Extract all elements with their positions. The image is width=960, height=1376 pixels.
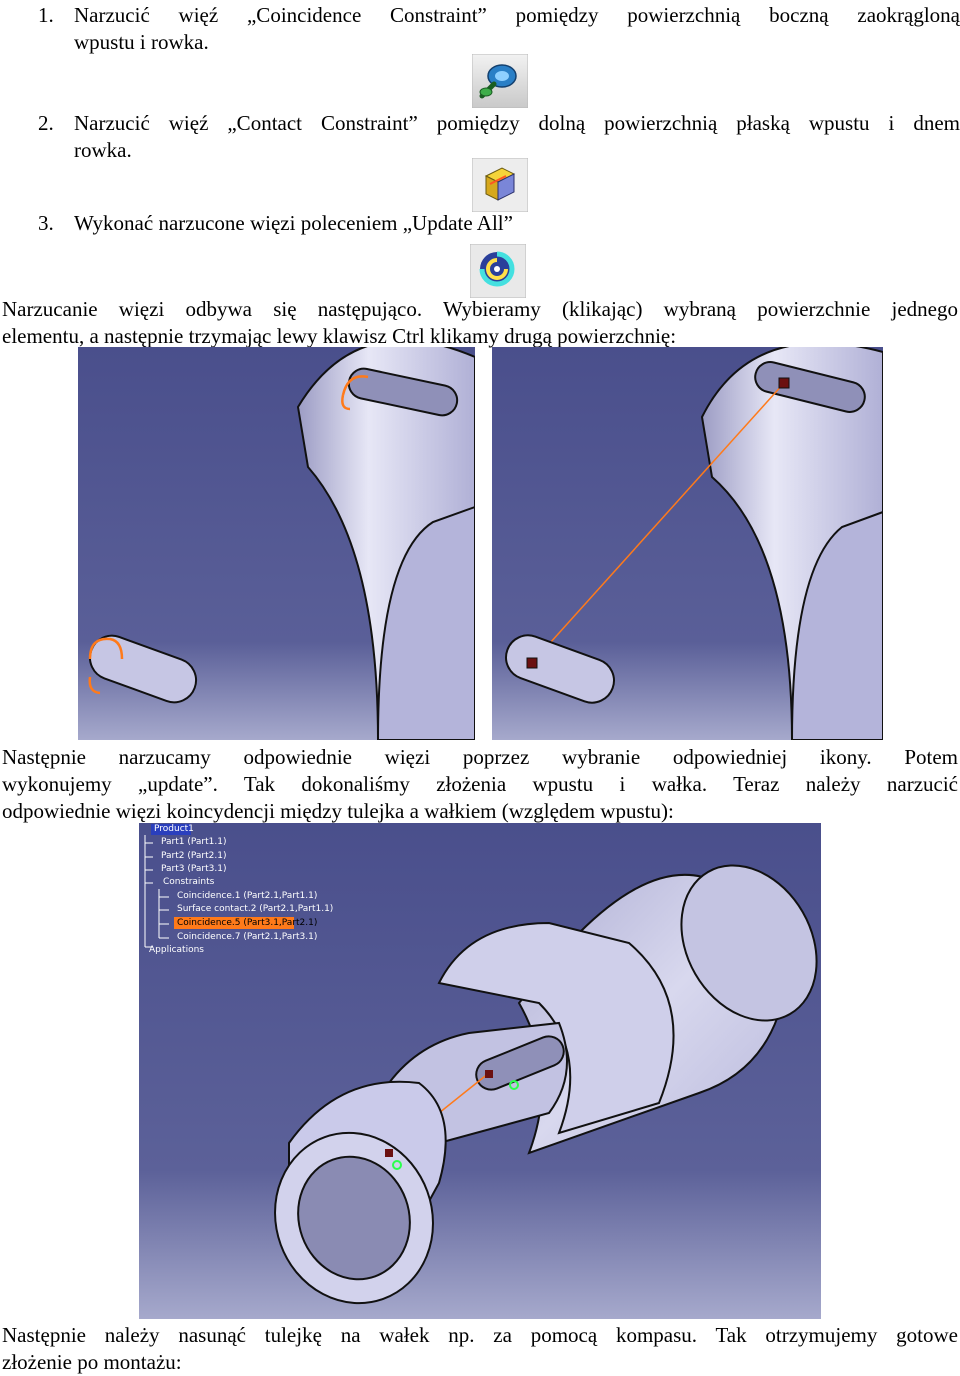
list-number: 1.: [38, 3, 54, 27]
cad-viewport-assembly: [139, 823, 821, 1319]
update-all-icon[interactable]: [470, 244, 526, 298]
tree-node-constraints[interactable]: Constraints: [163, 877, 215, 887]
paragraph-line: złożenie po montażu:: [2, 1350, 182, 1374]
tree-node-constraint[interactable]: Coincidence.7 (Part2.1,Part3.1): [177, 932, 318, 942]
cad-viewport-selection-1: [78, 347, 475, 740]
tree-node-constraint-selected[interactable]: Coincidence.5 (Part3.1,Part2.1): [177, 918, 318, 928]
tree-node-product[interactable]: Product1: [154, 824, 194, 834]
specification-tree: Product1 Part1 (Part1.1) Part2 (Part2.1)…: [139, 823, 359, 963]
tree-node-part[interactable]: Part3 (Part3.1): [161, 864, 227, 874]
list-text-line: Narzucić więź „Coincidence Constraint” p…: [74, 3, 960, 27]
tree-node-applications[interactable]: Applications: [149, 945, 204, 955]
paragraph-line: wykonujemy „update”. Tak dokonaliśmy zło…: [2, 772, 958, 796]
paragraph-line: elementu, a następnie trzymając lewy kla…: [2, 324, 677, 348]
tree-node-part[interactable]: Part2 (Part2.1): [161, 851, 227, 861]
list-text-line: wpustu i rowka.: [74, 30, 209, 54]
paragraph-line: Następnie należy nasunąć tulejkę na wałe…: [2, 1323, 958, 1347]
list-number: 2.: [38, 111, 54, 135]
coincidence-constraint-icon[interactable]: [472, 54, 528, 108]
list-text-line: Narzucić więź „Contact Constraint” pomię…: [74, 111, 960, 135]
tree-node-part[interactable]: Part1 (Part1.1): [161, 837, 227, 847]
list-number: 3.: [38, 211, 54, 235]
cad-viewport-selection-2: [492, 347, 883, 740]
contact-constraint-icon[interactable]: [472, 158, 528, 212]
paragraph-line: Następnie narzucamy odpowiednie więzi po…: [2, 745, 958, 769]
paragraph-line: odpowiednie więzi koincydencji między tu…: [2, 799, 674, 823]
list-text-line: Wykonać narzucone więzi poleceniem „Upda…: [74, 211, 513, 235]
list-text-line: rowka.: [74, 138, 132, 162]
paragraph-line: Narzucanie więzi odbywa się następująco.…: [2, 297, 958, 321]
tree-node-constraint[interactable]: Coincidence.1 (Part2.1,Part1.1): [177, 891, 318, 901]
tree-node-constraint[interactable]: Surface contact.2 (Part2.1,Part1.1): [177, 904, 334, 914]
